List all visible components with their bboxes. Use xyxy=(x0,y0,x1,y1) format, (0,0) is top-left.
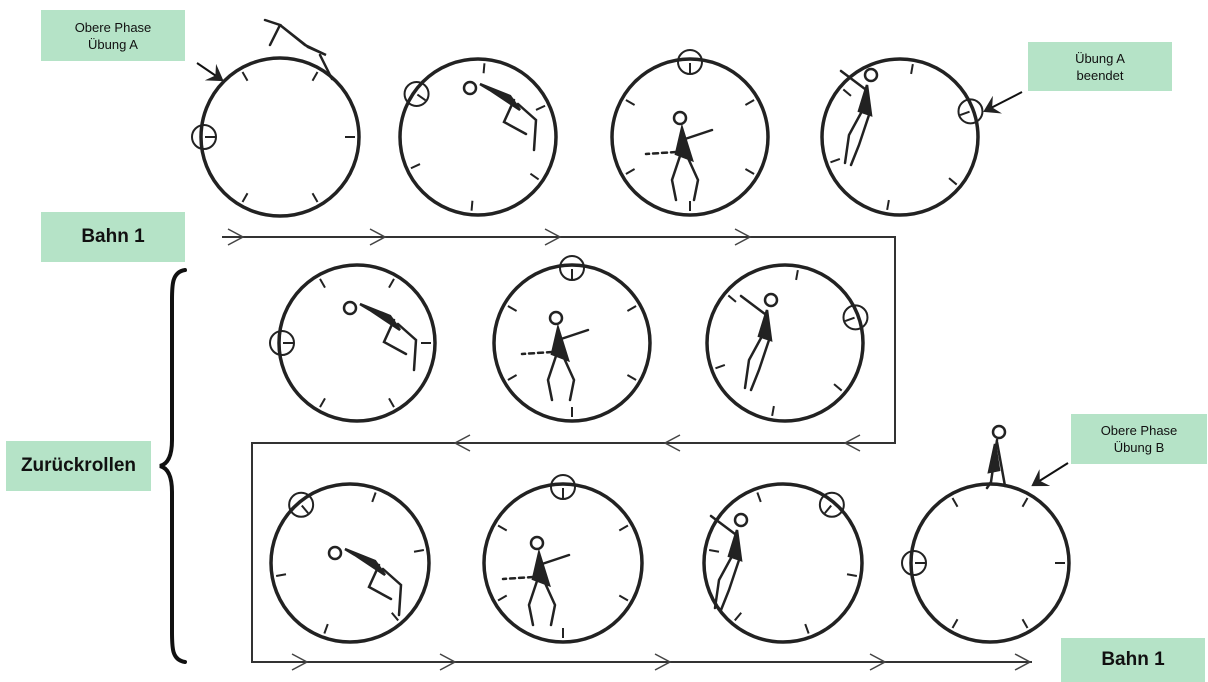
wheel-rim xyxy=(494,265,650,421)
wheel-rim xyxy=(707,265,863,421)
callout-arrow-a-end xyxy=(985,92,1022,111)
curly-brace xyxy=(160,270,185,662)
wheel-8 xyxy=(271,484,429,642)
wheel-5 xyxy=(270,265,435,421)
wheel-rim xyxy=(271,484,429,642)
wheel-6 xyxy=(494,256,650,421)
wheel-10 xyxy=(704,484,862,642)
wheel-rim xyxy=(279,265,435,421)
wheel-1 xyxy=(192,20,359,216)
wheel-tick xyxy=(484,63,485,73)
wheel-9 xyxy=(484,475,642,642)
wheel-4 xyxy=(822,59,982,215)
wheels-group xyxy=(192,20,1069,642)
athlete-figure xyxy=(987,426,1005,488)
wheel-11 xyxy=(902,426,1069,642)
wheel-7 xyxy=(707,265,867,421)
wheel-3 xyxy=(612,50,768,215)
wheel-rim xyxy=(822,59,978,215)
callout-arrow-a-start xyxy=(197,63,222,80)
wheel-rim xyxy=(201,58,359,216)
wheel-rim xyxy=(484,484,642,642)
athlete-body xyxy=(280,25,326,55)
wheel-2 xyxy=(400,59,556,215)
wheel-rim xyxy=(911,484,1069,642)
wheel-tick xyxy=(472,201,473,211)
athlete-head xyxy=(993,426,1005,438)
wheel-rim xyxy=(400,59,556,215)
callout-arrow-b-start xyxy=(1033,463,1068,485)
